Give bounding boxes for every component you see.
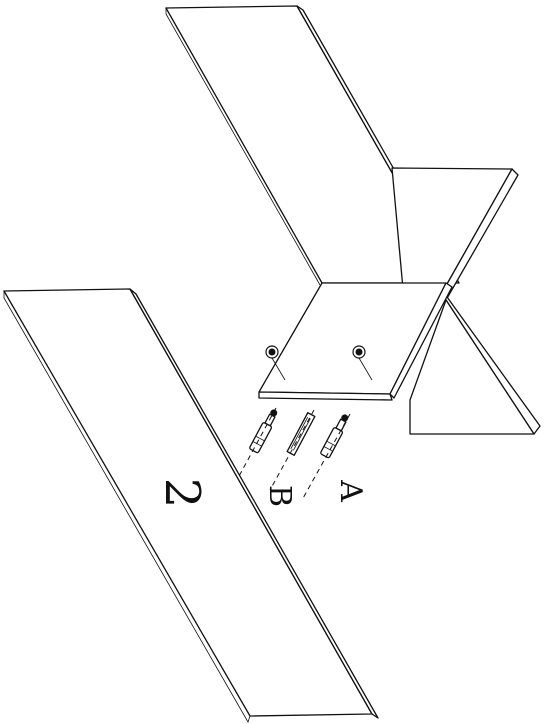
cam-connector-right <box>320 414 349 459</box>
cam-bolt-left <box>265 345 286 381</box>
hardware-label-b: B <box>262 485 297 507</box>
panel-number-label: 2 <box>154 478 210 509</box>
hardware-label-a: A <box>333 479 368 502</box>
guide-lines <box>237 407 351 501</box>
front-panel-2 <box>3 288 379 723</box>
middle-shelf-board <box>258 282 453 401</box>
cam-connector-left <box>249 409 278 454</box>
cam-bolt-right <box>352 345 373 381</box>
